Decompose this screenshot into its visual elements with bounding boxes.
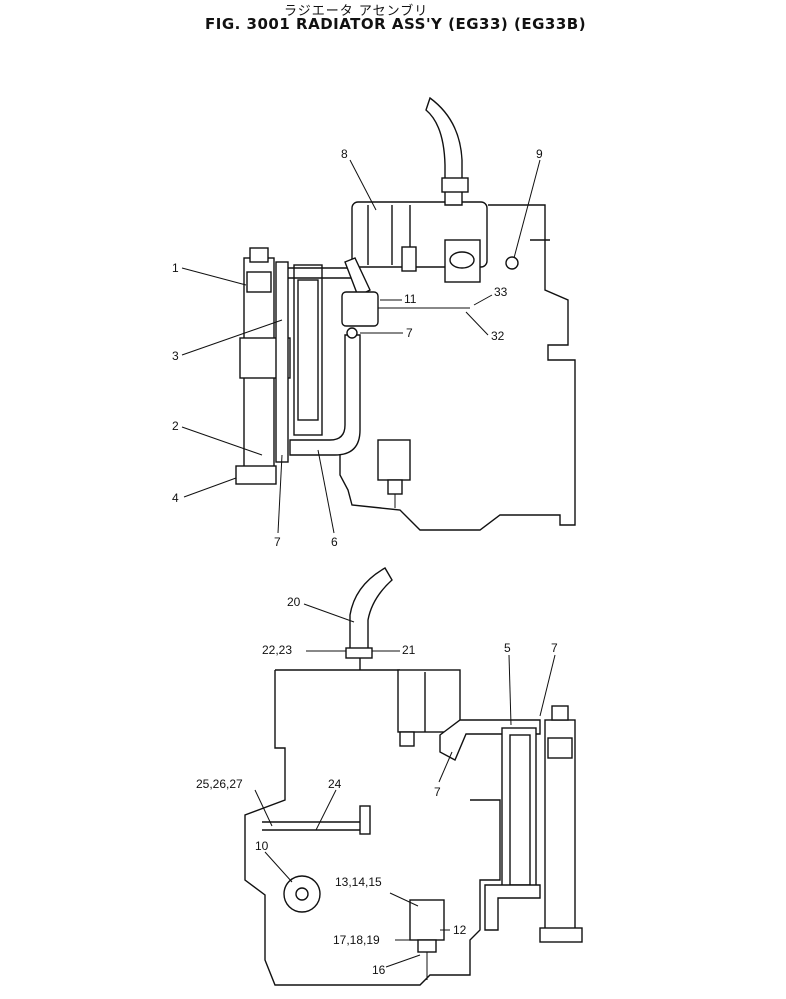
callout-7-upper-a: 7 — [274, 535, 281, 549]
leader-32 — [465, 311, 489, 336]
callout-21: 21 — [402, 643, 416, 657]
engine-block-outline-lower — [244, 670, 501, 986]
engine-block-outline — [339, 204, 576, 531]
intake-hose — [344, 257, 371, 297]
callout-11: 11 — [404, 292, 417, 306]
air-cleaner-lower — [397, 669, 461, 733]
leader-1 — [181, 267, 247, 286]
leader-13 — [389, 892, 419, 907]
figure-title-japanese: ラジエータ アセンブリ — [284, 4, 429, 19]
leader-7 — [539, 654, 556, 717]
exhaust-pipe-lower — [349, 567, 393, 656]
leader-24 — [315, 789, 337, 831]
radiator-cap — [249, 247, 269, 263]
bracket-24-end — [359, 805, 371, 835]
leader-9 — [513, 159, 541, 259]
callout-6: 6 — [331, 535, 338, 549]
leader-25 — [254, 789, 273, 827]
fan-core-lower — [509, 734, 531, 886]
hose-clamp — [346, 327, 358, 339]
callout-24: 24 — [328, 777, 342, 791]
radiator-cap-lower — [551, 705, 569, 721]
callout-25-26-27: 25,26,27 — [196, 777, 243, 791]
callout-1: 1 — [172, 261, 179, 275]
leader-20 — [303, 603, 355, 623]
callout-17-18-19: 17,18,19 — [333, 933, 380, 947]
leader-7 — [438, 751, 453, 783]
leader-8 — [349, 159, 377, 211]
figure-title: FIG. 3001 RADIATOR ASS'Y (EG33) (EG33B) — [205, 15, 587, 33]
leader-2 — [181, 426, 263, 456]
callout-10: 10 — [255, 839, 269, 853]
pipe-clamp-lower — [345, 647, 373, 659]
callout-labels: 1 2 3 4 6 7 7 8 9 11 32 33 20 21 22,23 5… — [172, 147, 558, 977]
leader-10 — [264, 851, 293, 883]
engine-mount-base-lower — [417, 939, 437, 953]
leader-4 — [183, 477, 237, 498]
callout-16: 16 — [372, 963, 386, 977]
leader-6 — [317, 449, 335, 534]
pipe-clamp — [441, 177, 469, 193]
fitting-10-inner — [295, 887, 309, 901]
radiator-mount-lower — [539, 927, 583, 943]
leader-3 — [181, 319, 283, 356]
callout-33: 33 — [494, 285, 508, 299]
leader-7 — [277, 454, 283, 534]
callout-2: 2 — [172, 419, 179, 433]
upper-view — [181, 96, 576, 534]
callout-13-14-15: 13,14,15 — [335, 875, 382, 889]
callout-8: 8 — [341, 147, 348, 161]
radiator-side — [275, 261, 289, 463]
bracket-24 — [262, 808, 369, 831]
fitting-9 — [505, 256, 519, 270]
leader-16 — [385, 954, 421, 968]
radiator-mount — [235, 465, 277, 485]
callout-7-lower-b: 7 — [434, 785, 441, 799]
lower-hose — [289, 334, 361, 456]
callout-7-upper-b: 7 — [406, 326, 413, 340]
bracket — [401, 246, 417, 272]
lower-view — [244, 567, 583, 986]
leader-33 — [473, 294, 493, 306]
callout-3: 3 — [172, 349, 179, 363]
fan — [297, 279, 319, 421]
callout-9: 9 — [536, 147, 543, 161]
engine-mount — [377, 439, 411, 481]
callout-7-lower-a: 7 — [551, 641, 558, 655]
engine-mount-lower — [409, 899, 445, 941]
engine-mount-base — [387, 479, 403, 495]
callout-20: 20 — [287, 595, 301, 609]
callout-4: 4 — [172, 491, 179, 505]
lower-hose-2 — [484, 884, 541, 931]
leader-5 — [508, 654, 512, 726]
callout-32: 32 — [491, 329, 505, 343]
callout-5: 5 — [504, 641, 511, 655]
radiator-cap-area — [246, 271, 272, 293]
bracket-lower — [399, 731, 415, 747]
callout-22-23: 22,23 — [262, 643, 292, 657]
radiator-cap-area-lower — [547, 737, 573, 759]
hose-adapter — [341, 291, 379, 327]
callout-12: 12 — [453, 923, 467, 937]
outlet-port — [449, 251, 475, 269]
